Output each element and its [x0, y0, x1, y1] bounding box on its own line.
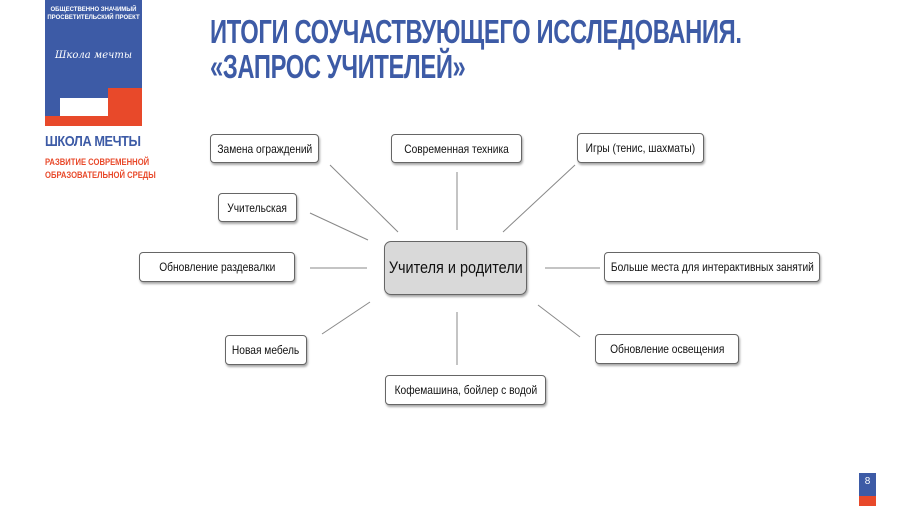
page-number-badge: 8 — [859, 473, 876, 506]
connector — [502, 164, 576, 233]
node-label: Больше места для интерактивных занятий — [610, 260, 814, 274]
title-line2: «ЗАПРОС УЧИТЕЛЕЙ» — [210, 48, 466, 85]
slide-title: ИТОГИ СОУЧАСТВУЮЩЕГО ИССЛЕДОВАНИЯ. «ЗАПР… — [210, 14, 742, 84]
logo-building-white — [60, 98, 108, 116]
node-label: Обновление освещения — [609, 342, 725, 356]
node-coffee: Кофемашина, бойлер с водой — [385, 375, 546, 405]
project-logo: ОБЩЕСТВЕННО ЗНАЧИМЫЙ ПРОСВЕТИТЕЛЬСКИЙ ПР… — [45, 0, 142, 126]
node-label: Учительская — [227, 200, 288, 215]
node-games: Игры (тенис, шахматы) — [577, 133, 704, 163]
node-interactive-space: Больше места для интерактивных занятий — [604, 252, 820, 282]
logo-bar — [45, 116, 142, 126]
node-label: Современная техника — [404, 141, 509, 156]
brand-subtitle-line1: РАЗВИТИЕ СОВРЕМЕННОЙ — [45, 157, 150, 167]
connector — [321, 301, 371, 335]
node-lighting: Обновление освещения — [595, 334, 739, 364]
logo-top-text: ОБЩЕСТВЕННО ЗНАЧИМЫЙ ПРОСВЕТИТЕЛЬСКИЙ ПР… — [47, 7, 140, 21]
logo-script-text: Школа мечты — [55, 50, 132, 61]
center-node-label: Учителя и родители — [388, 258, 523, 277]
node-tech: Современная техника — [391, 134, 522, 163]
node-furniture: Новая мебель — [225, 335, 307, 365]
center-node: Учителя и родители — [384, 241, 527, 295]
connector — [309, 212, 369, 241]
brand-subtitle-line2: ОБРАЗОВАТЕЛЬНОЙ СРЕДЫ — [45, 170, 156, 180]
node-locker-room: Обновление раздевалки — [139, 252, 295, 282]
node-label: Игры (тенис, шахматы) — [585, 141, 696, 155]
node-fence: Замена ограждений — [210, 134, 319, 163]
connector — [537, 304, 581, 338]
brand-subtitle: РАЗВИТИЕ СОВРЕМЕННОЙ ОБРАЗОВАТЕЛЬНОЙ СРЕ… — [45, 156, 156, 182]
brand-name: ШКОЛА МЕЧТЫ — [45, 133, 141, 150]
node-label: Обновление раздевалки — [158, 260, 276, 274]
connector — [329, 164, 399, 233]
page-badge-red — [859, 496, 876, 506]
node-label: Новая мебель — [232, 343, 300, 357]
logo-building-red — [108, 88, 142, 116]
page-number: 8 — [864, 476, 871, 487]
node-label: Замена ограждений — [217, 141, 312, 156]
title-line1: ИТОГИ СОУЧАСТВУЮЩЕГО ИССЛЕДОВАНИЯ. — [210, 13, 742, 50]
node-teachers-room: Учительская — [218, 193, 297, 222]
node-label: Кофемашина, бойлер с водой — [394, 383, 537, 397]
